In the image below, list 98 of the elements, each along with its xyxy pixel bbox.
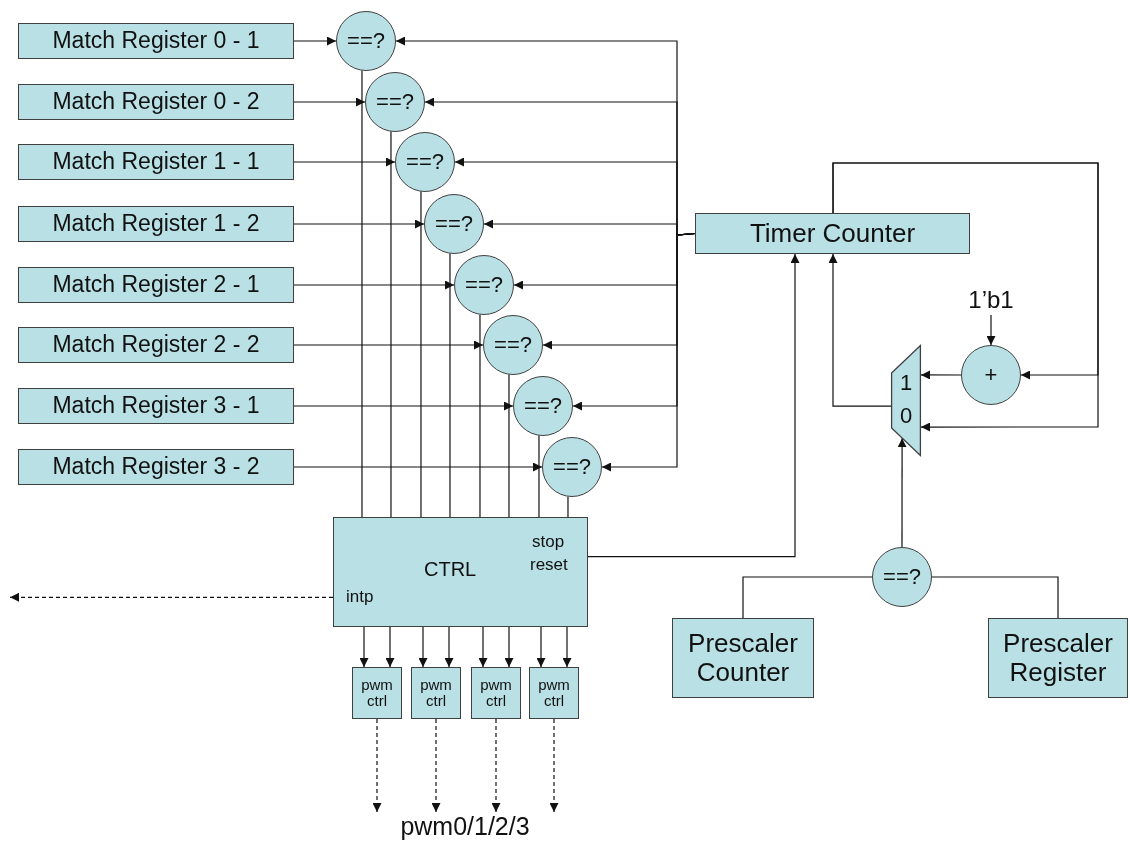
block-label: Match Register 0 - 1: [52, 28, 260, 54]
arrow: [293, 97, 366, 107]
register-box: [18, 84, 294, 120]
register-box: [672, 618, 814, 698]
arrow: [478, 626, 488, 668]
wire: [567, 495, 569, 518]
block-label: Match Register 2 - 1: [52, 272, 260, 298]
multiplexer-symbol: [891, 345, 921, 456]
wire: [508, 373, 510, 518]
arrow: [832, 162, 1099, 432]
dashed-arrow: [372, 718, 382, 813]
pwm-control-box: [471, 667, 521, 719]
signal-name: stop: [532, 533, 565, 552]
input-label: 0: [900, 404, 913, 429]
signal-name: intp: [346, 588, 374, 607]
adder-circle: [961, 345, 1021, 405]
comparator-circle: [424, 194, 484, 254]
arrow: [418, 626, 428, 668]
arrow: [293, 340, 484, 350]
comparator-circle: [513, 376, 573, 436]
operator-label: ==?: [347, 28, 385, 54]
comparator-circle: [395, 132, 455, 192]
block-label: Timer Counter: [749, 219, 916, 248]
pwm-control-box: [529, 667, 579, 719]
arrow: [293, 219, 425, 229]
arrow: [920, 370, 962, 380]
dashed-arrow: [9, 592, 334, 602]
wire: [479, 313, 481, 518]
arrow: [293, 280, 455, 290]
wire: [538, 434, 540, 518]
block-label: pwm ctrl: [537, 676, 571, 710]
arrow: [293, 157, 396, 167]
arrow: [828, 253, 892, 407]
block-label: Match Register 3 - 2: [52, 454, 260, 480]
block-label: Prescaler Counter: [687, 629, 799, 687]
block-title: CTRL: [424, 558, 477, 580]
operator-label: ==?: [524, 393, 562, 419]
arrow: [293, 401, 514, 411]
comparator-circle: [365, 72, 425, 132]
wire: [390, 130, 392, 518]
arrow: [587, 253, 800, 558]
dashed-arrow: [491, 718, 501, 813]
dashed-arrow: [431, 718, 441, 813]
block-label: Match Register 0 - 2: [52, 89, 260, 115]
control-block: [333, 517, 588, 627]
arrow: [359, 626, 369, 668]
operator-label: ==?: [376, 89, 414, 115]
arrow: [293, 36, 337, 46]
operator-label: ==?: [406, 149, 444, 175]
comparator-circle: [454, 255, 514, 315]
operator-label: ==?: [553, 454, 591, 480]
arrow: [562, 626, 572, 668]
input-label: 1: [900, 371, 913, 396]
register-box: [18, 267, 294, 303]
arrow: [986, 314, 996, 346]
pwm-control-box: [411, 667, 461, 719]
wire: [420, 190, 422, 518]
block-label: Prescaler Register: [1002, 629, 1114, 687]
arrow: [385, 626, 395, 668]
counter-box: [695, 213, 970, 254]
block-label: Match Register 1 - 1: [52, 149, 260, 175]
block-label: Match Register 2 - 2: [52, 332, 260, 358]
arrow: [444, 626, 454, 668]
operator-label: ==?: [494, 332, 532, 358]
register-box: [18, 388, 294, 424]
arrow: [601, 232, 696, 472]
dashed-arrow: [549, 718, 559, 813]
block-label: Match Register 1 - 2: [52, 211, 260, 237]
arrow: [536, 626, 546, 668]
comparator-circle: [872, 547, 932, 607]
register-box: [18, 206, 294, 242]
signal-name: reset: [530, 556, 568, 575]
comparator-circle: [483, 315, 543, 375]
register-box: [18, 144, 294, 180]
operator-label: ==?: [435, 211, 473, 237]
block-label: pwm ctrl: [360, 676, 394, 710]
operator-label: ==?: [465, 272, 503, 298]
wire: [449, 252, 451, 518]
block-label: pwm ctrl: [419, 676, 453, 710]
wire: [742, 576, 873, 619]
arrow: [897, 437, 907, 548]
output-label: pwm0/1/2/3: [400, 813, 530, 841]
wire: [931, 576, 1059, 619]
pwm-control-box: [352, 667, 402, 719]
register-box: [18, 327, 294, 363]
operator-label: ==?: [883, 564, 921, 590]
block-label: Match Register 3 - 1: [52, 393, 260, 419]
comparator-circle: [542, 437, 602, 497]
register-box: [18, 23, 294, 59]
block-label: pwm ctrl: [479, 676, 513, 710]
register-box: [18, 449, 294, 485]
arrow: [293, 462, 543, 472]
operator-label: +: [984, 362, 998, 388]
wire: [361, 69, 363, 518]
register-box: [988, 618, 1128, 698]
comparator-circle: [336, 11, 396, 71]
arrow: [504, 626, 514, 668]
constant-label: 1’b1: [968, 286, 1014, 314]
